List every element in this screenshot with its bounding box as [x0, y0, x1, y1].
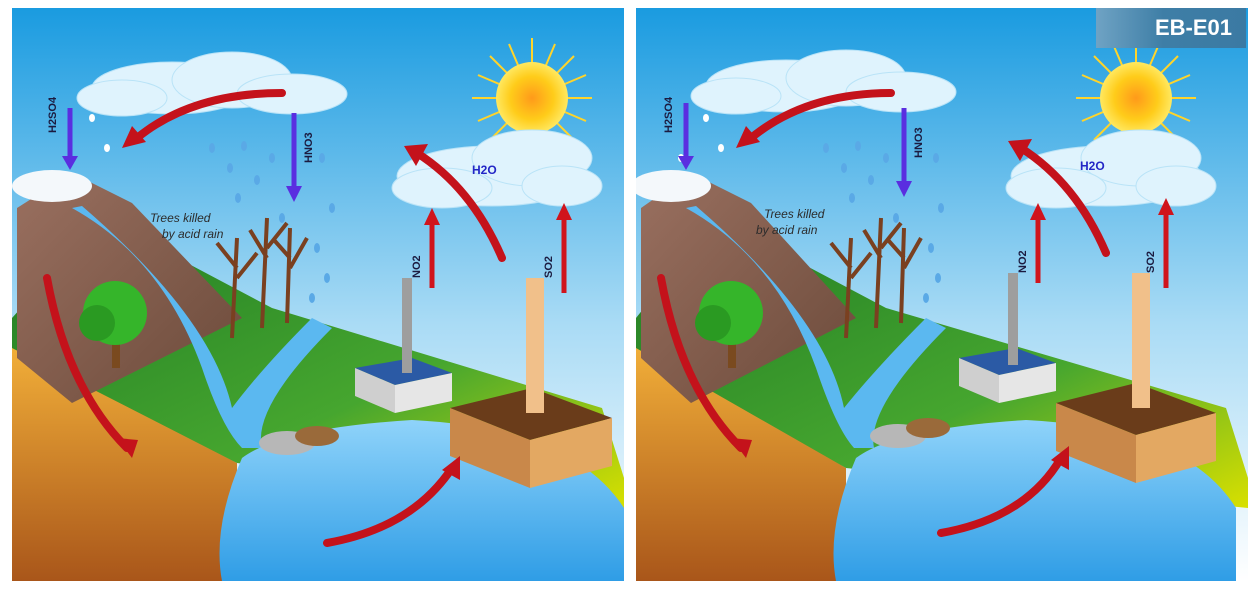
large-factory [1056, 273, 1216, 483]
cycle-arrow-lake [323, 464, 456, 547]
label-h2so4: H2SO4 [47, 96, 59, 133]
cycle-arrow-runoff [43, 274, 131, 452]
acid-rain-diagram-right: H2SO4 HNO3 H2O NO2 SO2 Trees killed by a… [636, 8, 1248, 581]
acid-arrow-hno3 [896, 108, 912, 197]
green-tree [79, 281, 147, 368]
acid-rain-drops [678, 114, 944, 303]
sun-icon [1076, 38, 1196, 158]
cloud-left [76, 51, 348, 117]
cycle-arrow-cloud [133, 89, 286, 142]
label-trees-killed-line2: by acid rain [756, 223, 818, 237]
emission-arrow-no2 [424, 208, 440, 288]
river [686, 206, 946, 448]
acid-arrow-hno3 [286, 113, 302, 202]
label-h2o: H2O [472, 163, 497, 177]
cycle-arrow-runoff [657, 274, 745, 452]
label-h2so4: H2SO4 [663, 96, 675, 133]
cycle-arrows [657, 89, 1110, 537]
dead-trees [215, 217, 309, 339]
cycle-arrow-lake [937, 454, 1065, 537]
acid-arrow-h2so4 [678, 103, 694, 170]
label-no2: NO2 [411, 255, 423, 278]
river [72, 206, 332, 448]
panel-divider [630, 0, 633, 589]
mountain-snow [12, 170, 92, 202]
label-trees-killed-line1: Trees killed [764, 207, 825, 221]
green-tree [695, 281, 763, 368]
emission-arrow-so2 [1158, 198, 1174, 288]
id-badge: EB-E01 [1096, 8, 1246, 48]
acid-rain-drops [89, 114, 335, 303]
small-factory [959, 273, 1056, 403]
cloud-right [1005, 129, 1217, 209]
emission-arrow-so2 [556, 203, 572, 293]
diagram-panel-right: H2SO4 HNO3 H2O NO2 SO2 Trees killed by a… [636, 8, 1248, 581]
cycle-arrowheads [731, 126, 1069, 470]
label-hno3: HNO3 [913, 127, 925, 158]
label-so2: SO2 [543, 256, 555, 278]
sun-icon [472, 38, 592, 158]
acid-arrow-h2so4 [62, 108, 78, 170]
label-so2: SO2 [1145, 251, 1157, 273]
label-trees-killed-line2: by acid rain [162, 227, 224, 241]
cycle-arrow-cloud [747, 89, 895, 142]
rock-brown [295, 426, 339, 446]
rock-brown [906, 418, 950, 438]
large-factory [450, 278, 612, 488]
label-trees-killed-line1: Trees killed [150, 211, 211, 225]
label-no2: NO2 [1017, 250, 1029, 273]
cycle-arrowheads [117, 126, 460, 480]
small-factory [355, 278, 452, 413]
dead-trees [829, 217, 923, 339]
emission-arrow-no2 [1030, 203, 1046, 283]
cycle-arrows [43, 89, 506, 547]
diagram-panel-left: H2SO4 HNO3 H2O NO2 SO2 Trees killed by a… [12, 8, 624, 581]
label-hno3: HNO3 [303, 132, 315, 163]
cycle-arrow-evaporation [413, 149, 506, 262]
label-h2o: H2O [1080, 159, 1105, 173]
cycle-arrow-evaporation [1017, 144, 1110, 257]
mountain-snow [636, 170, 711, 202]
acid-rain-diagram-left: H2SO4 HNO3 H2O NO2 SO2 Trees killed by a… [12, 8, 624, 581]
